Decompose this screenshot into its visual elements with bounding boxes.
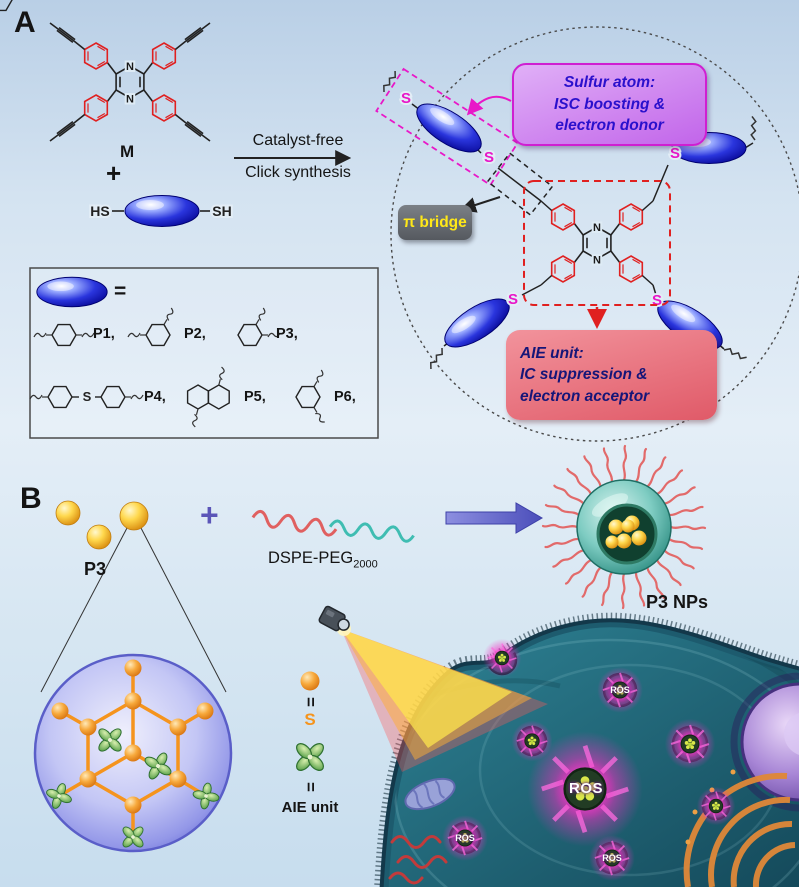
- n-atom: N: [593, 222, 601, 234]
- sulfur-callout-line3: electron donor: [555, 117, 664, 135]
- zoom-circle: [33, 653, 233, 856]
- nanoparticle-graphic: [537, 440, 711, 614]
- zoom-cone-line: [40, 527, 128, 693]
- reaction-condition-top: Catalyst-free: [252, 132, 344, 149]
- legend-item-p6-label: P6,: [334, 389, 356, 405]
- sulfur-callout-arrow: [466, 95, 512, 116]
- polymer-continuation-squiggle: [723, 342, 748, 365]
- legend-item-p4-label: P4,: [144, 389, 166, 405]
- hs-label: HS: [90, 203, 109, 219]
- legend-item-p2-label: P2,: [184, 326, 206, 342]
- zoom-cone-line: [140, 527, 227, 693]
- nucleus: [740, 682, 799, 802]
- legend-item-p1-label: P1,: [93, 326, 115, 342]
- aie-dashed-rect: [523, 180, 671, 306]
- legend-equals-2: =: [301, 782, 320, 792]
- sulfur-dashed-rect: [375, 67, 519, 187]
- legend-s-label: S: [304, 710, 316, 729]
- polymer-network-circle: [390, 26, 799, 442]
- actin-squiggles: [388, 835, 448, 885]
- polymer-continuation-squiggle: [377, 70, 402, 93]
- sulfur-callout-line1: Sulfur atom:: [563, 74, 656, 92]
- s-atom: S: [670, 145, 680, 162]
- polymer-continuation-squiggle: [745, 115, 762, 141]
- ros-label-small: ROS: [455, 833, 475, 843]
- plus-sign-b: +: [200, 497, 219, 533]
- sh-label: SH: [212, 203, 231, 219]
- aie-callout-line1: AIE unit:: [520, 344, 584, 362]
- formulation-arrow: [445, 502, 544, 534]
- ros-particle: [695, 785, 737, 827]
- ros-label-large: ROS: [568, 780, 603, 797]
- sulfur-callout-line2: ISC boosting &: [553, 95, 666, 113]
- plus-sign-a: +: [106, 158, 122, 188]
- alkyne-groups: [49, 22, 211, 142]
- legend-aie-unit-label: AIE unit: [281, 799, 339, 816]
- panel-b-label: B: [20, 482, 42, 515]
- pi-bridge-label: π bridge: [403, 213, 467, 231]
- aie-core-structure: N N: [540, 200, 654, 286]
- legend-structure-p4: S: [29, 385, 144, 409]
- np-label: P3 NPs: [646, 592, 709, 612]
- ros-label-small: ROS: [610, 685, 630, 695]
- pi-bridge-ellipse: [124, 195, 200, 227]
- n-atom: N: [126, 94, 134, 106]
- n-atom: N: [593, 255, 601, 267]
- polymer-continuation-squiggle: [424, 347, 449, 370]
- ros-particle: [663, 717, 717, 771]
- pi-bridge-ellipse: [437, 289, 517, 357]
- legend-orange-sphere-icon: [300, 671, 320, 691]
- dspe-peg-name: DSPE-PEG: [268, 549, 354, 567]
- dspe-peg-label: DSPE-PEG2000: [268, 549, 378, 570]
- aie-callout-box: AIE unit: IC suppression & electron acce…: [506, 330, 717, 420]
- p3-spheres: [55, 500, 149, 550]
- legend-item-p5-label: P5,: [244, 389, 266, 405]
- mitochondrion: [404, 777, 456, 811]
- s-atom: S: [401, 90, 411, 107]
- s-atom: S: [652, 292, 662, 309]
- s-atom: S: [484, 149, 494, 166]
- light-projector: [318, 605, 350, 632]
- monomer-structure: N N: [49, 22, 211, 142]
- panel-a-label: A: [14, 6, 36, 39]
- legend-aie-clover-icon: [284, 731, 336, 783]
- monomer-label: M: [120, 142, 135, 161]
- s-atom: S: [508, 291, 518, 308]
- legend-item-p3-label: P3,: [276, 326, 298, 342]
- n-atom: N: [126, 61, 134, 73]
- reaction-condition-bottom: Click synthesis: [245, 164, 351, 181]
- p3-label: P3: [84, 559, 107, 579]
- aie-callout-line3: electron acceptor: [520, 387, 650, 405]
- pi-bridge-box: π bridge: [398, 205, 472, 240]
- aie-callout-line2: IC suppression &: [520, 366, 648, 384]
- dithiol-monomer: HS SH: [88, 195, 234, 227]
- legend-equals-sign: =: [114, 280, 127, 303]
- sulfur-callout-box: Sulfur atom: ISC boosting & electron don…: [512, 63, 707, 146]
- dspe-peg-subscript: 2000: [353, 558, 378, 571]
- light-beam: [337, 622, 548, 772]
- dspe-peg-squiggles: [251, 509, 415, 543]
- zoom-network-spheres: [51, 659, 214, 814]
- ros-label-small: ROS: [602, 853, 622, 863]
- legend-ellipse: [36, 276, 108, 308]
- legend-equals-1: =: [301, 697, 320, 707]
- s-atom: S: [83, 389, 92, 404]
- ros-particle: [481, 637, 523, 679]
